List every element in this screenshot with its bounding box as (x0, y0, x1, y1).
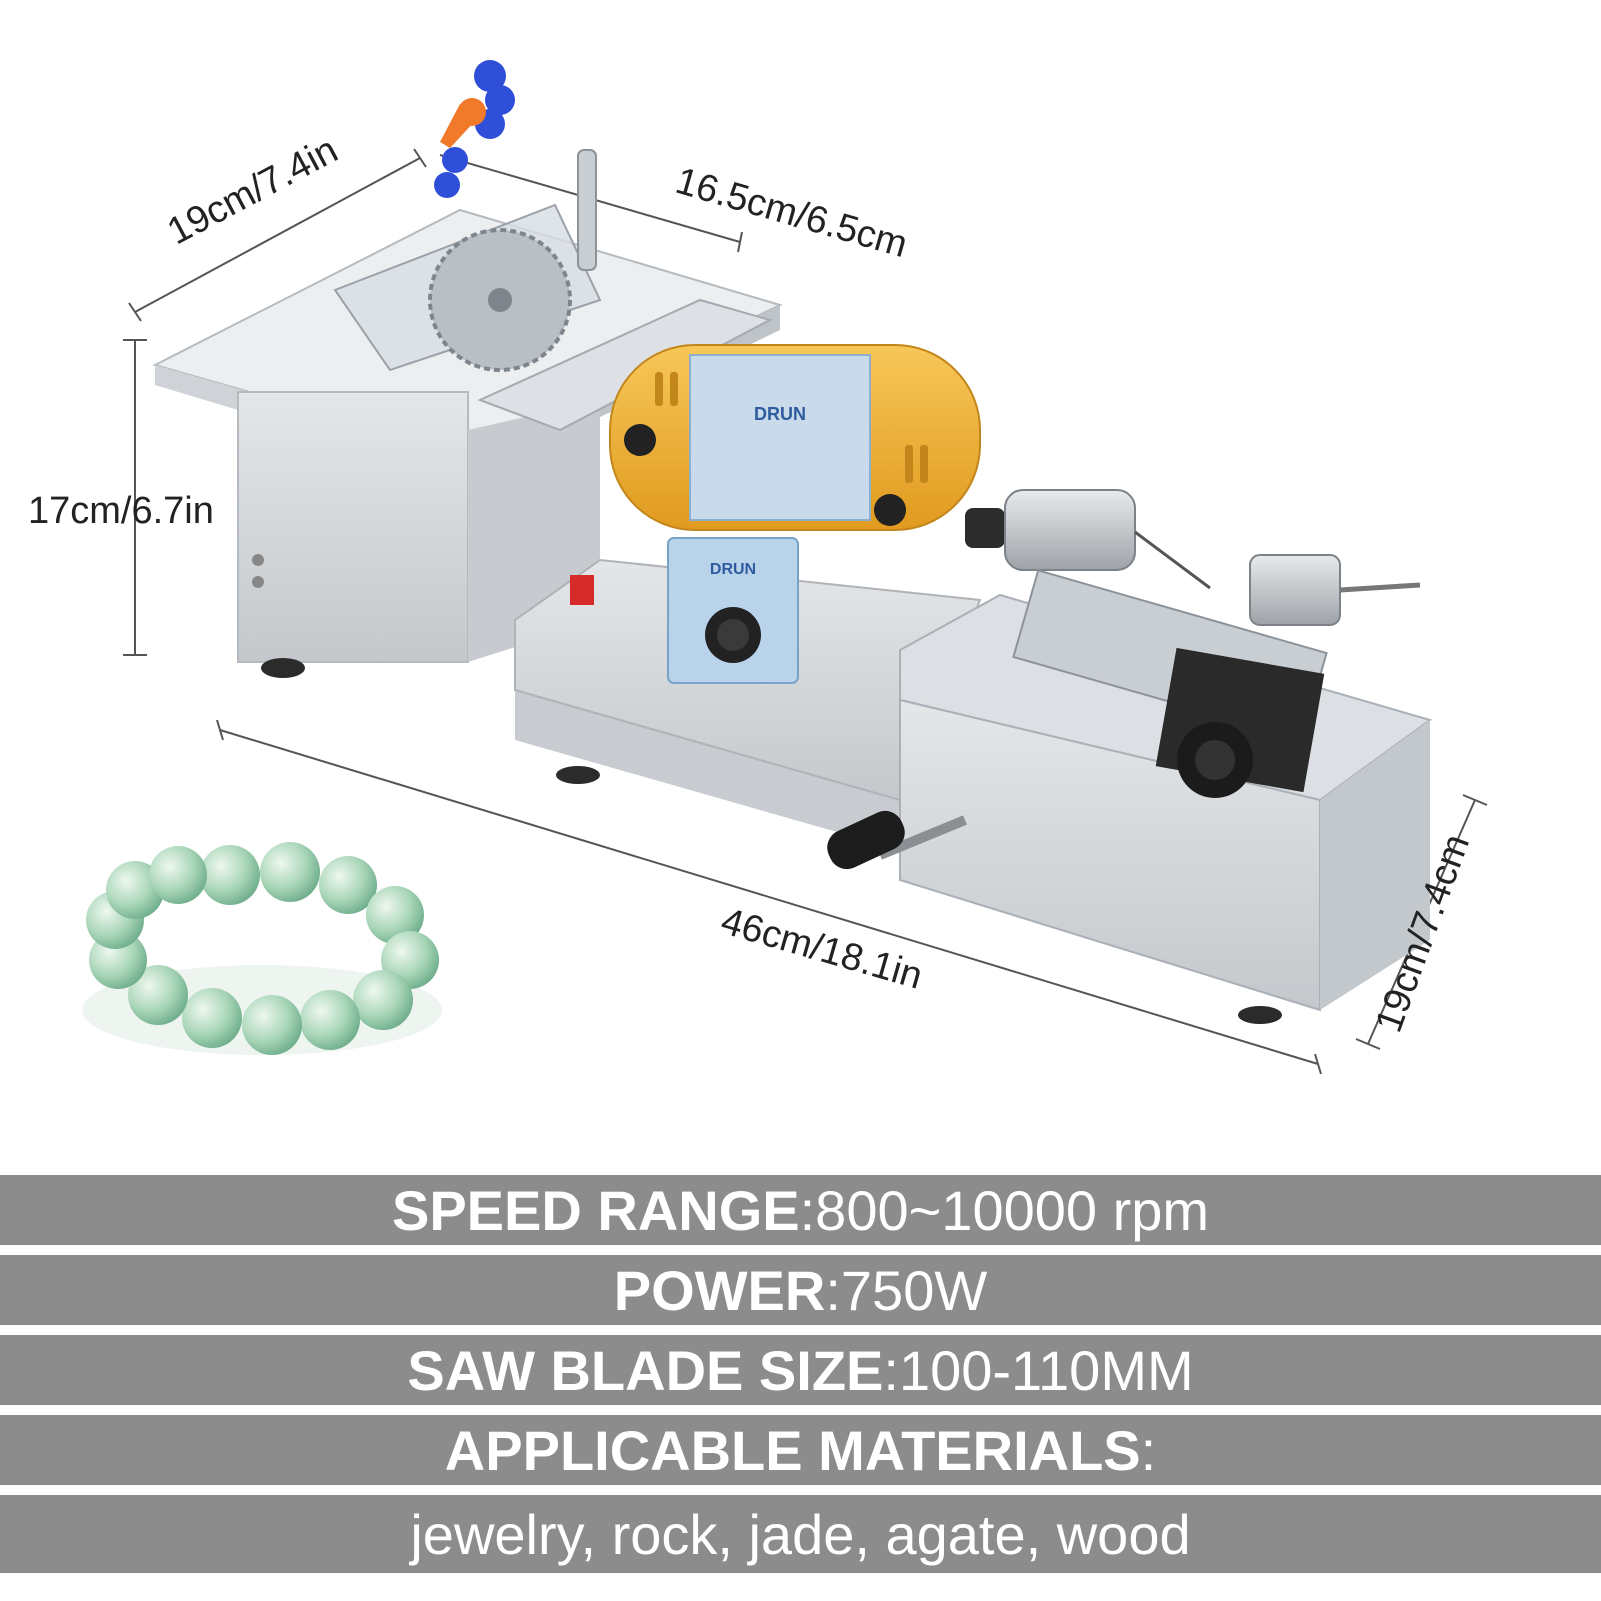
spec-key: SAW BLADE SIZE (407, 1338, 884, 1402)
dimension-lines (123, 148, 1488, 1075)
spec-value: 750W (840, 1258, 988, 1322)
spec-value: 800~10000 rpm (815, 1178, 1210, 1242)
spec-separator: : (825, 1258, 841, 1322)
coolant-hose-icon (434, 60, 515, 198)
motor-base: DRUN (514, 537, 982, 850)
spec-power: POWER: 750W (0, 1255, 1601, 1325)
spec-saw-blade-size: SAW BLADE SIZE: 100-110MM (0, 1335, 1601, 1405)
spec-key: APPLICABLE MATERIALS (444, 1418, 1141, 1482)
spec-separator: : (799, 1178, 816, 1242)
spec-materials-list: jewelry, rock, jade, agate, wood (0, 1495, 1601, 1573)
motor: DRUN (609, 344, 981, 531)
vise-unit (827, 554, 1433, 1024)
spec-separator: : (883, 1338, 899, 1402)
spec-separator: : (1140, 1418, 1157, 1482)
machine-illustration: DRUN DRUN (82, 60, 1488, 1075)
spec-key: SPEED RANGE (391, 1178, 800, 1242)
drill-chuck (965, 489, 1211, 590)
dimension-height: 17cm/6.7in (28, 490, 214, 532)
jade-bracelet-image (82, 842, 442, 1055)
materials-line: jewelry, rock, jade, agate, wood (410, 1502, 1191, 1566)
spec-speed-range: SPEED RANGE: 800~10000 rpm (0, 1175, 1601, 1245)
spec-key: POWER (613, 1258, 826, 1322)
svg-text:DRUN: DRUN (754, 404, 806, 424)
spec-value: 100-110MM (898, 1338, 1194, 1402)
svg-text:DRUN: DRUN (710, 561, 756, 578)
spec-applicable-materials: APPLICABLE MATERIALS: (0, 1415, 1601, 1485)
